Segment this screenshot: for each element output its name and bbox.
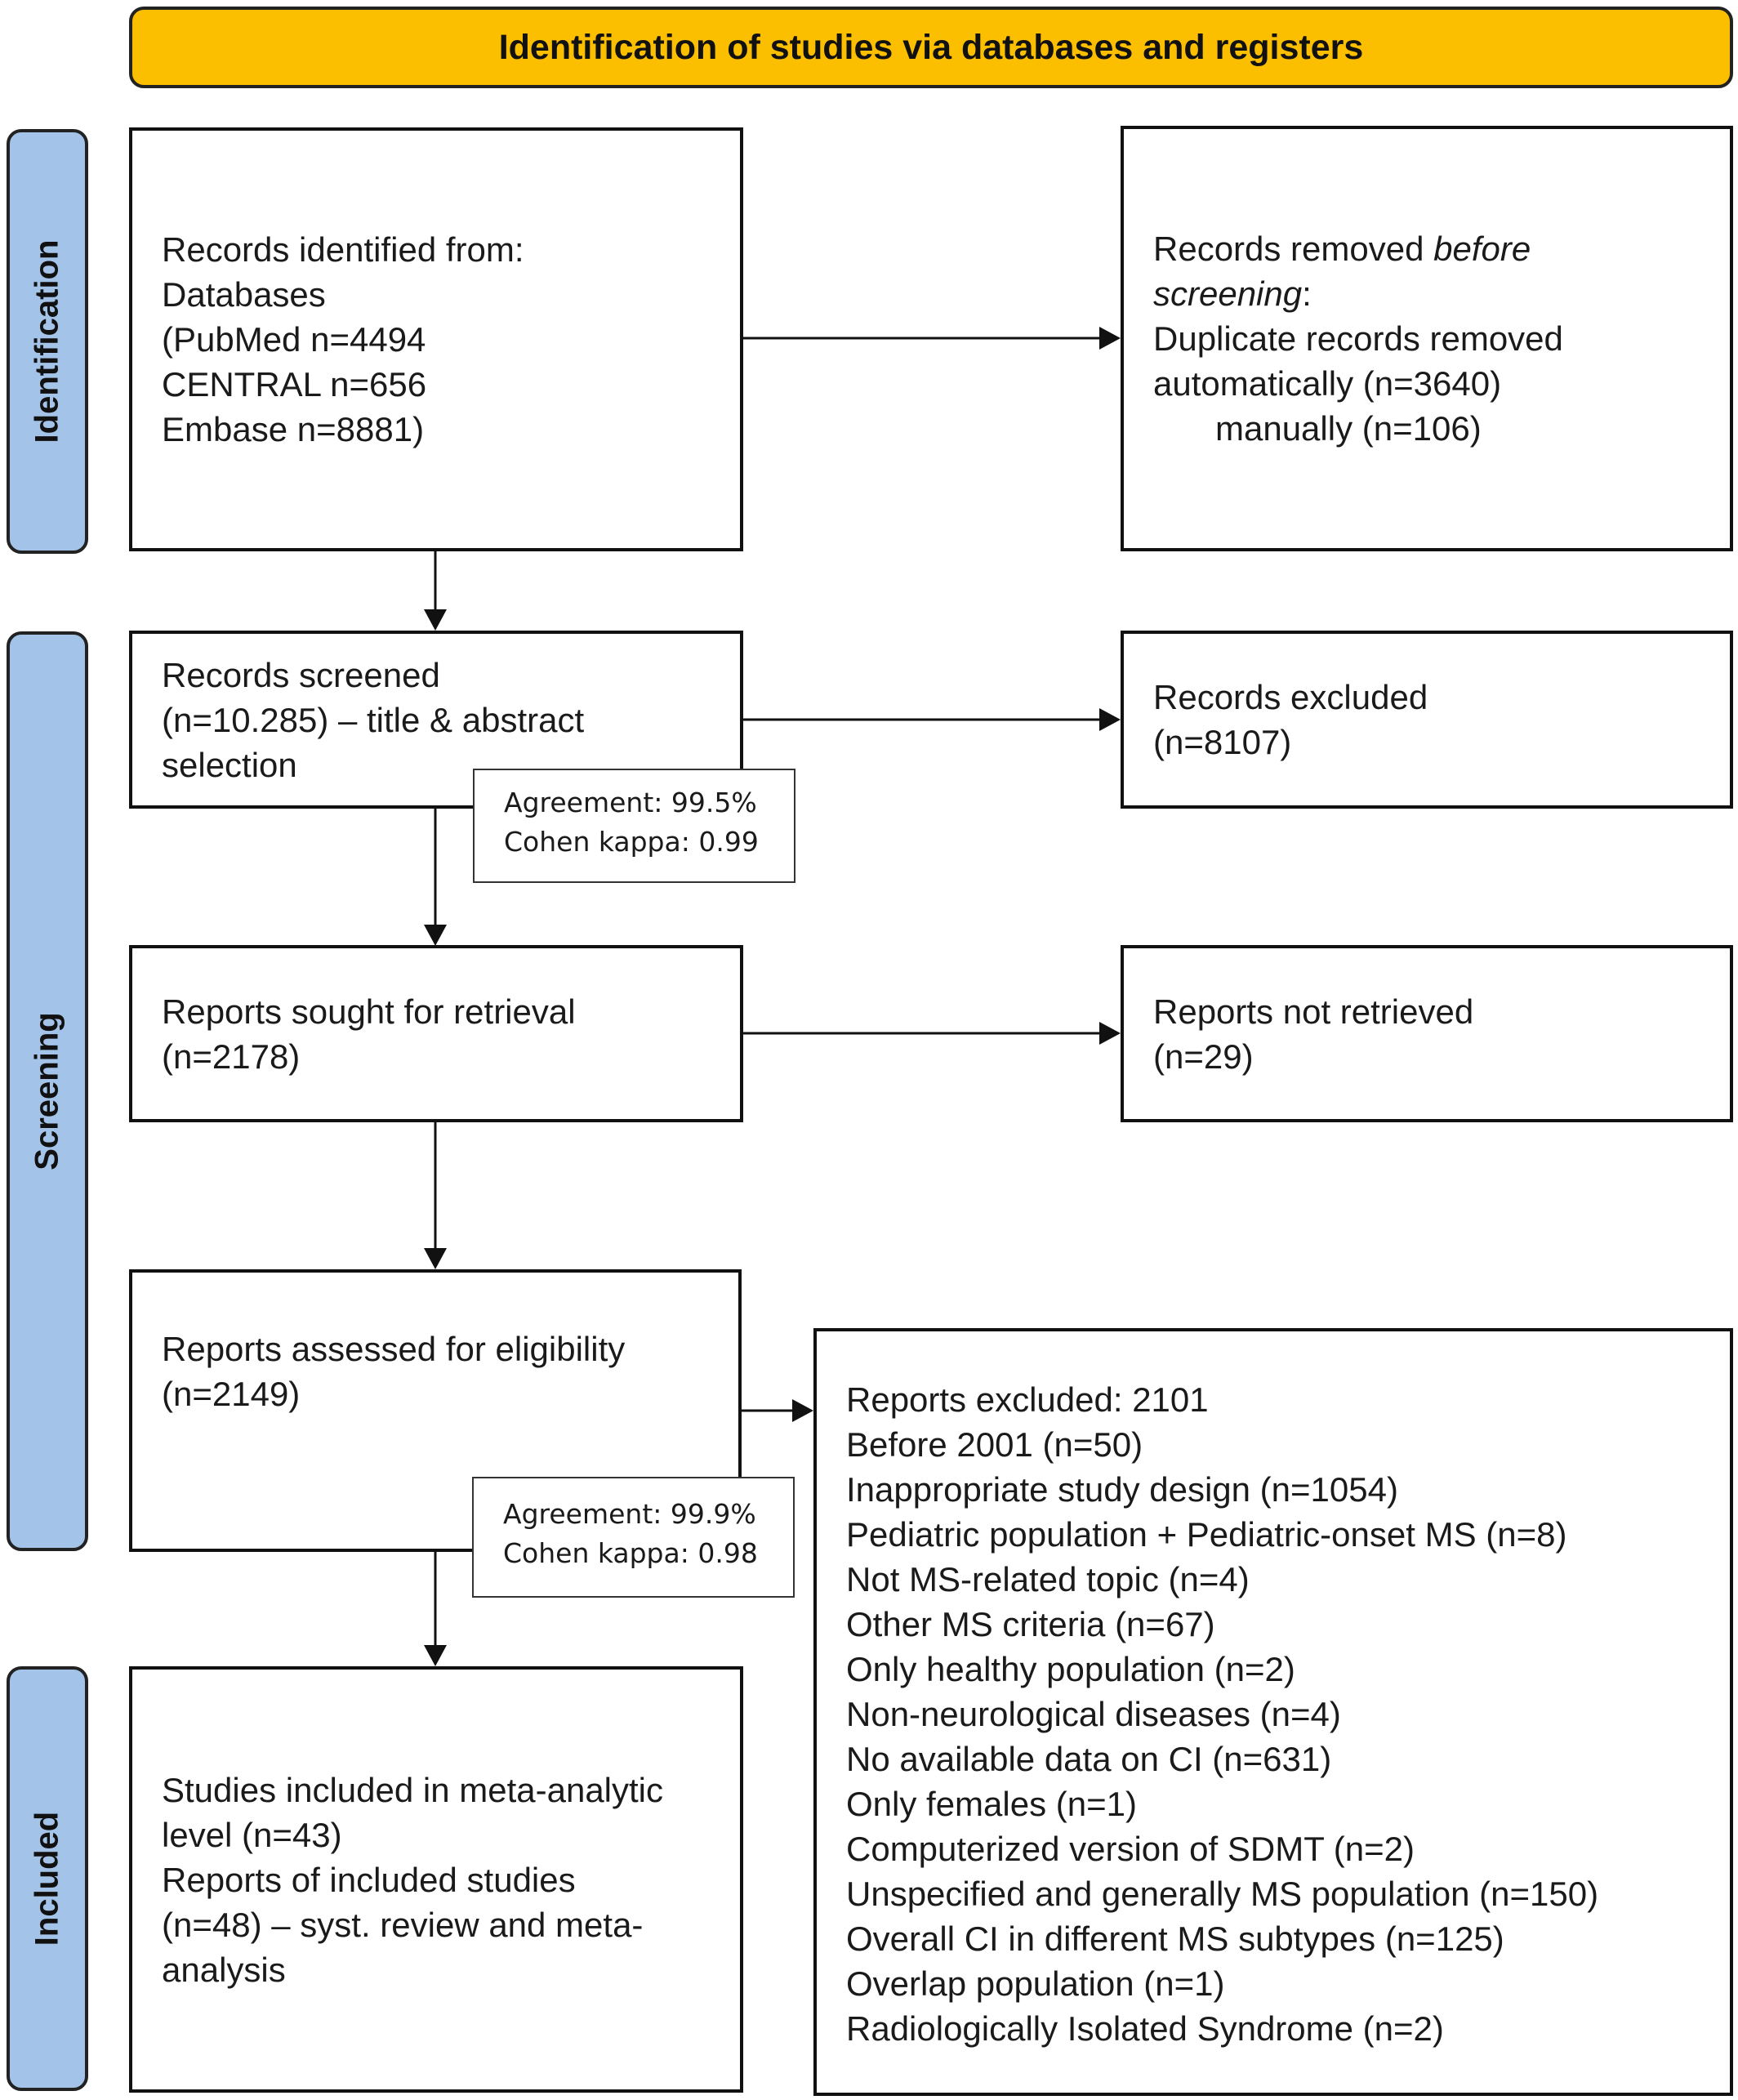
records-identified-line: Embase n=8881): [162, 410, 425, 448]
records-removed-line: automatically (n=3640): [1153, 364, 1502, 403]
reports-sought-line: (n=2178): [162, 1037, 301, 1076]
reports-assessed-line: (n=2149): [162, 1375, 301, 1413]
flow-header-title: Identification of studies via databases …: [498, 27, 1364, 67]
records-removed-line: Duplicate records removed: [1153, 319, 1563, 358]
reports-excluded-title: Reports excluded: 2101: [846, 1380, 1209, 1419]
exclusion-reason: Other MS criteria (n=67): [846, 1605, 1215, 1643]
exclusion-reason: Pediatric population + Pediatric-onset M…: [846, 1515, 1567, 1554]
records-removed-screening: screening: [1153, 274, 1303, 313]
records-identified-box: Records identified from: Databases (PubM…: [129, 127, 743, 551]
agreement-eligibility-line: Agreement: 99.9%: [503, 1498, 756, 1530]
exclusion-reason: Only healthy population (n=2): [846, 1650, 1295, 1688]
kappa-screening-line: Cohen kappa: 0.99: [504, 826, 759, 858]
reports-assessed-line: Reports assessed for eligibility: [162, 1330, 626, 1368]
reports-sought-box: Reports sought for retrieval (n=2178): [129, 945, 743, 1122]
records-removed-suffix: :: [1302, 274, 1312, 313]
exclusion-reason: Inappropriate study design (n=1054): [846, 1470, 1398, 1509]
records-removed-heading-2: screening:: [1153, 271, 1700, 316]
exclusion-reason: Computerized version of SDMT (n=2): [846, 1830, 1415, 1868]
records-excluded-line: (n=8107): [1153, 723, 1292, 761]
records-removed-prefix: Records removed: [1153, 230, 1434, 268]
records-excluded-line: Records excluded: [1153, 678, 1428, 716]
studies-included-box: Studies included in meta-analytic level …: [129, 1666, 743, 2093]
studies-included-line: (n=48) – syst. review and meta-: [162, 1905, 644, 1944]
reports-not-retrieved-line: Reports not retrieved: [1153, 992, 1474, 1031]
studies-included-line: Reports of included studies: [162, 1860, 576, 1899]
agreement-screening-line: Agreement: 99.5%: [504, 787, 757, 818]
records-screened-line: selection: [162, 745, 297, 784]
exclusion-reason: Non-neurological diseases (n=4): [846, 1695, 1341, 1733]
exclusion-reason: Radiologically Isolated Syndrome (n=2): [846, 2009, 1444, 2048]
phase-included: Included: [7, 1666, 88, 2091]
studies-included-line: level (n=43): [162, 1815, 342, 1854]
studies-included-line: Studies included in meta-analytic: [162, 1770, 664, 1809]
reports-excluded-box: Reports excluded: 2101 Before 2001 (n=50…: [813, 1328, 1733, 2096]
exclusion-reason: Only females (n=1): [846, 1785, 1137, 1823]
records-removed-heading: Records removed before: [1153, 226, 1700, 271]
flow-header: Identification of studies via databases …: [129, 7, 1733, 88]
records-removed-before: before: [1433, 230, 1531, 268]
records-screened-line: (n=10.285) – title & abstract: [162, 700, 585, 739]
records-identified-line: (PubMed n=4494: [162, 320, 426, 359]
records-removed-line: manually (n=106): [1215, 409, 1482, 448]
phase-identification: Identification: [7, 129, 88, 554]
kappa-eligibility-line: Cohen kappa: 0.98: [503, 1537, 758, 1569]
reports-not-retrieved-box: Reports not retrieved (n=29): [1121, 945, 1733, 1122]
agreement-screening-box: Agreement: 99.5% Cohen kappa: 0.99: [473, 769, 795, 883]
exclusion-reason: Overall CI in different MS subtypes (n=1…: [846, 1919, 1504, 1958]
exclusion-reason: Unspecified and generally MS population …: [846, 1875, 1599, 1913]
records-identified-line: CENTRAL n=656: [162, 365, 427, 404]
records-screened-line: Records screened: [162, 655, 440, 694]
exclusion-reason: Overlap population (n=1): [846, 1964, 1225, 2003]
records-identified-line: Records identified from:: [162, 230, 524, 269]
exclusion-reason: Not MS-related topic (n=4): [846, 1560, 1250, 1598]
phase-screening: Screening: [7, 631, 88, 1551]
records-removed-box: Records removed before screening: Duplic…: [1121, 126, 1733, 551]
records-identified-line: Databases: [162, 275, 326, 314]
exclusion-reason: Before 2001 (n=50): [846, 1425, 1143, 1464]
reports-not-retrieved-line: (n=29): [1153, 1037, 1254, 1076]
records-excluded-box: Records excluded (n=8107): [1121, 631, 1733, 809]
agreement-eligibility-box: Agreement: 99.9% Cohen kappa: 0.98: [472, 1477, 795, 1598]
reports-sought-line: Reports sought for retrieval: [162, 992, 576, 1031]
studies-included-line: analysis: [162, 1950, 286, 1989]
exclusion-reason: No available data on CI (n=631): [846, 1740, 1332, 1778]
